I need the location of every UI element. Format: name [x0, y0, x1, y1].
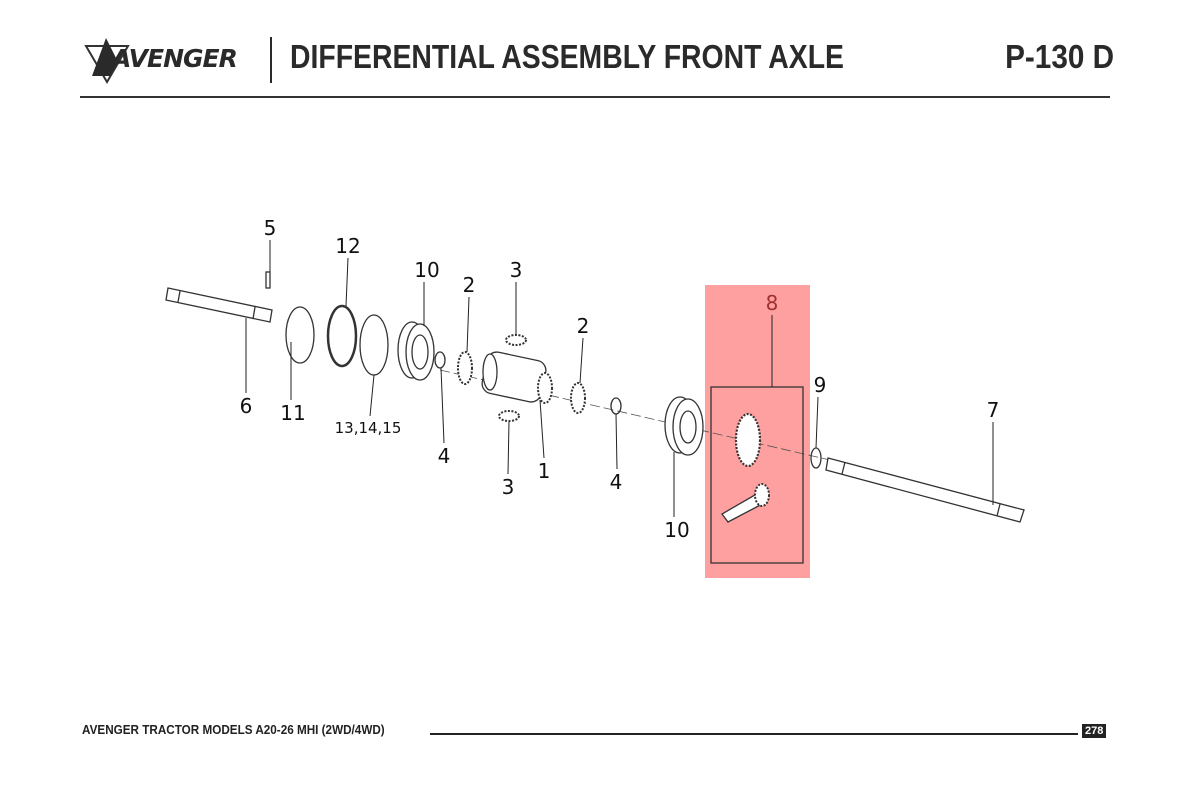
pin-5: [265, 271, 271, 289]
callout-4: 4: [609, 470, 623, 494]
callout-1: 1: [537, 459, 551, 483]
washer-4-right: [610, 397, 622, 415]
callout-7: 7: [986, 398, 1000, 422]
callout-12: 12: [335, 234, 361, 258]
footer-text: AVENGER TRACTOR MODELS A20-26 MHI (2WD/4…: [82, 722, 385, 737]
page-number: 278: [1082, 724, 1107, 738]
header-rule: [80, 96, 1110, 98]
callout-4: 4: [437, 444, 451, 468]
o-ring-9: [810, 447, 822, 469]
pinion-3-top: [505, 334, 527, 346]
shaft-7: [825, 457, 1025, 523]
pinion-shaft-8: [721, 483, 770, 523]
side-gear-2-right: [570, 382, 586, 414]
bearing-10-left: [397, 321, 435, 381]
shims-13-14-15: [359, 314, 389, 376]
footer-rule: [430, 733, 1078, 735]
callout-11: 11: [280, 401, 306, 425]
callout-2: 2: [462, 273, 476, 297]
washer-4-left: [434, 351, 446, 369]
crown-wheel-8: [734, 412, 762, 468]
page-code: P-130 D: [1005, 38, 1114, 75]
callout-2: 2: [576, 314, 590, 338]
avenger-logo: [84, 38, 130, 84]
part-8-group-box: [710, 386, 804, 564]
callout-13-14-15: 13,14,15: [334, 419, 402, 437]
side-gear-2-left: [457, 351, 473, 385]
circlip-11: [285, 306, 315, 364]
pinion-3-bottom: [498, 410, 520, 422]
header-divider: [270, 37, 272, 83]
callout-5: 5: [263, 216, 277, 240]
ring-12: [326, 304, 358, 368]
brand-name: AVENGER: [112, 44, 238, 73]
differential-case-1: [481, 351, 553, 404]
callout-10: 10: [414, 258, 440, 282]
callout-10: 10: [664, 518, 690, 542]
callout-3: 3: [509, 258, 523, 282]
page-title: DIFFERENTIAL ASSEMBLY FRONT AXLE: [290, 38, 844, 75]
callout-8: 8: [765, 291, 779, 315]
callout-3: 3: [501, 475, 515, 499]
callout-6: 6: [239, 394, 253, 418]
callout-9: 9: [813, 373, 827, 397]
bearing-10-right: [664, 396, 704, 456]
shaft-6: [165, 287, 273, 323]
